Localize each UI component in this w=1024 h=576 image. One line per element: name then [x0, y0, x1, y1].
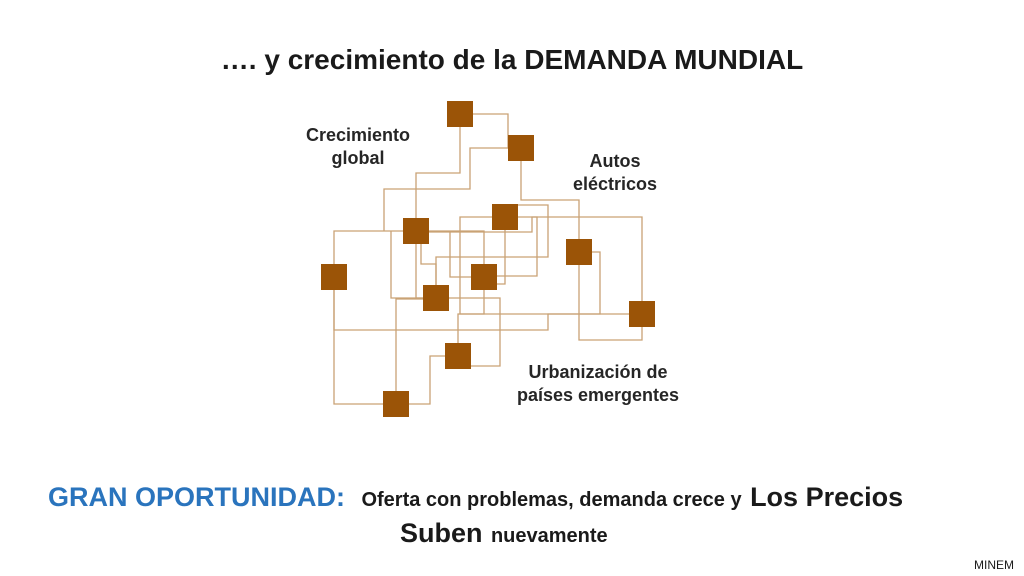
connection-line	[396, 355, 458, 405]
connection-line	[520, 148, 580, 252]
network-node	[447, 101, 473, 127]
network-node	[566, 239, 592, 265]
network-node	[383, 391, 409, 417]
opportunity-text-3: Suben	[400, 518, 483, 548]
network-node	[445, 343, 471, 369]
network-node	[423, 285, 449, 311]
opportunity-text-2: Los Precios	[750, 482, 904, 512]
connection-line	[457, 251, 601, 356]
label-urbanizacion: Urbanización de países emergentes	[516, 362, 680, 405]
opportunity-heading: GRAN OPORTUNIDAD:	[48, 482, 345, 512]
network-node	[492, 204, 518, 230]
network-node	[508, 135, 534, 161]
network-node	[321, 264, 347, 290]
connection-line	[415, 114, 461, 231]
credit-text: MINEM	[974, 558, 1014, 572]
opportunity-text-1: Oferta con problemas, demanda crece y	[361, 489, 742, 511]
connection-line	[395, 298, 436, 404]
slide-title: …. y crecimiento de la DEMANDA MUNDIAL	[220, 44, 804, 75]
label-autos-electricos: Autos eléctricos	[572, 151, 658, 194]
connection-line	[333, 277, 396, 405]
connection-line	[383, 147, 521, 231]
network-node	[403, 218, 429, 244]
connection-line	[484, 216, 538, 277]
opportunity-text-4: nuevamente	[490, 525, 608, 547]
opportunity-line-1: GRAN OPORTUNIDAD: Oferta con problemas, …	[48, 482, 903, 513]
network-nodes	[321, 101, 655, 417]
connection-line	[420, 231, 437, 298]
label-crecimiento-global: Crecimiento global	[305, 125, 411, 168]
network-node	[471, 264, 497, 290]
opportunity-line-2: Suben nuevamente	[400, 518, 608, 549]
connection-lines	[333, 113, 643, 405]
network-node	[629, 301, 655, 327]
connection-line	[390, 231, 436, 299]
